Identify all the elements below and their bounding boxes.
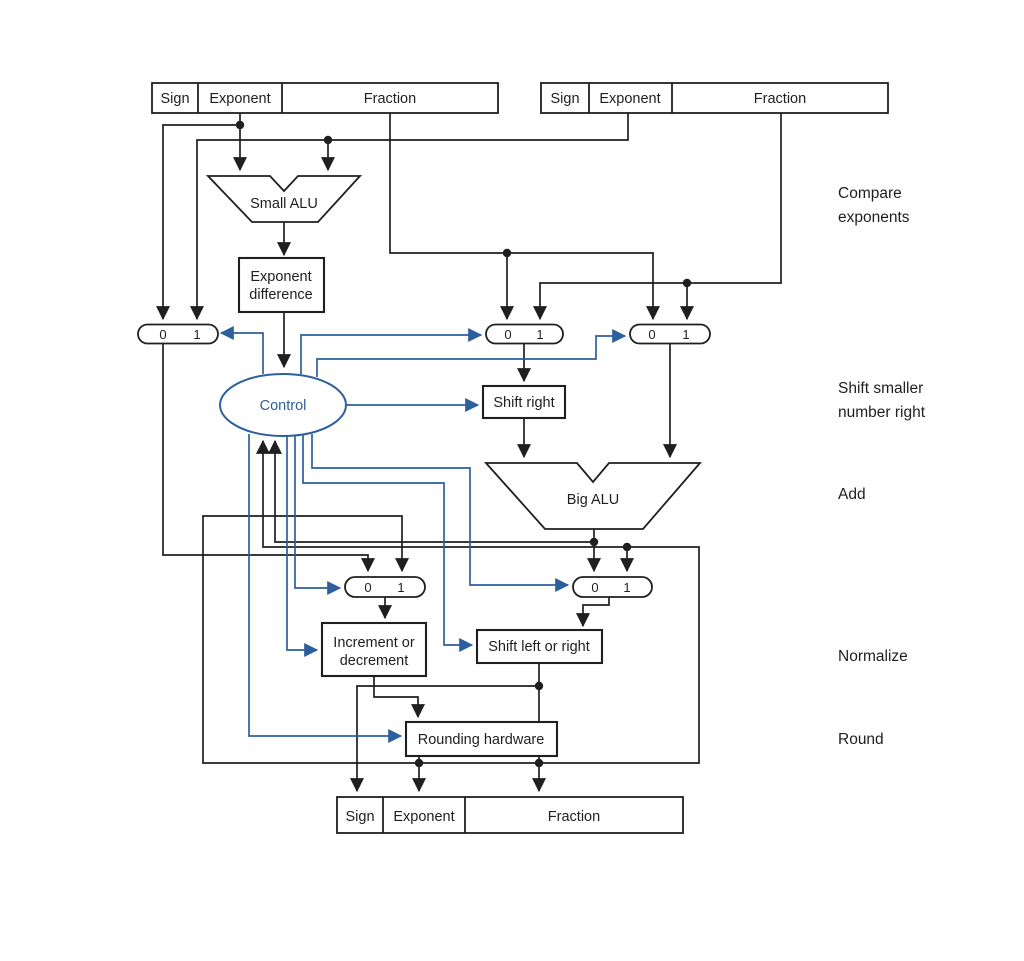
control-unit: Control	[219, 373, 347, 437]
ctl-wire-mux1-select	[219, 326, 264, 374]
reg-tl-fraction: Fraction	[364, 91, 416, 107]
mux-small-fraction-0: 0	[504, 327, 511, 342]
mux-fraction-adjust-1: 1	[623, 580, 630, 595]
mux-fraction-adjust: 0 1	[572, 576, 653, 598]
wire-sign-result	[350, 685, 539, 793]
mux-big-fraction: 0 1	[629, 323, 711, 345]
wire-round-control-feedback	[256, 439, 700, 764]
reg-result-sign: Sign	[345, 809, 374, 825]
mux-exponent-adjust-0: 0	[364, 580, 371, 595]
wire-lfrac-mux3-0	[389, 113, 660, 321]
mux-small-fraction-1: 1	[536, 327, 543, 342]
ctl-wire-shiftlr-select	[302, 435, 474, 652]
stage-add: Add	[838, 486, 866, 503]
ctl-wire-mux2-select	[300, 328, 483, 374]
reg-tl-exponent: Exponent	[209, 91, 270, 107]
wire-rexp-mux1-1	[190, 113, 629, 321]
mux-exponent-0: 0	[159, 327, 166, 342]
stage-compare-line1: Compare	[838, 185, 902, 202]
reg-result-fraction: Fraction	[548, 809, 600, 825]
mux-exponent-adjust-1: 1	[397, 580, 404, 595]
control-wires	[219, 326, 627, 743]
wire-mux5-shiftlr	[576, 597, 610, 628]
ctl-wire-increment-select	[286, 436, 319, 657]
mux-exponent-1: 1	[193, 327, 200, 342]
register-result: Sign Exponent Fraction	[336, 796, 684, 834]
reg-tr-exponent: Exponent	[599, 91, 660, 107]
stage-labels: Compare exponents Shift smaller number r…	[838, 185, 926, 748]
ctl-wire-rounding-select	[248, 434, 403, 743]
mux-big-fraction-0: 0	[648, 327, 655, 342]
shift-left-or-right: Shift left or right	[475, 628, 604, 665]
incr-decr-line2: decrement	[340, 653, 409, 669]
ctl-wire-mux5-select	[311, 434, 570, 592]
shift-right-label: Shift right	[493, 395, 554, 411]
register-top-right: Sign Exponent Fraction	[540, 82, 889, 114]
mux-exponent-adjust: 0 1	[344, 576, 426, 598]
control-label: Control	[260, 398, 307, 414]
ctl-wire-mux4-select	[294, 436, 342, 595]
exp-diff-line1: Exponent	[250, 269, 311, 285]
rounding-label: Rounding hardware	[418, 732, 545, 748]
stage-compare-line2: exponents	[838, 209, 910, 226]
wire-round-mux4-1	[202, 515, 419, 764]
ctl-wire-mux3-select	[316, 329, 627, 377]
mux-small-fraction: 0 1	[485, 323, 564, 345]
wire-bigalu-control-feedback	[268, 439, 594, 543]
wire-rfrac-mux2-1	[533, 113, 782, 321]
big-alu-label: Big ALU	[567, 492, 619, 508]
blocks: Sign Exponent Fraction Sign Exponent Fra…	[137, 82, 889, 834]
reg-tl-sign: Sign	[160, 91, 189, 107]
mux-exponent: 0 1	[137, 323, 219, 345]
shift-lr-label: Shift left or right	[488, 639, 590, 655]
increment-or-decrement: Increment or decrement	[320, 621, 428, 678]
reg-result-exponent: Exponent	[393, 809, 454, 825]
stage-shift-line1: Shift smaller	[838, 380, 923, 397]
stage-round: Round	[838, 731, 884, 748]
small-alu: Small ALU	[205, 175, 363, 223]
small-alu-label: Small ALU	[250, 196, 318, 212]
rounding-hardware: Rounding hardware	[404, 720, 559, 758]
junction-dots	[235, 120, 692, 768]
exp-diff-line2: difference	[249, 287, 312, 303]
wire-increment-rounding	[373, 676, 425, 719]
wire-mux1-mux4-0	[162, 343, 375, 573]
stage-shift-line2: number right	[838, 404, 926, 421]
stage-normalize: Normalize	[838, 648, 908, 665]
shift-right: Shift right	[481, 384, 567, 420]
wire-lexp-mux1-0	[156, 124, 240, 321]
reg-tr-sign: Sign	[550, 91, 579, 107]
reg-tr-fraction: Fraction	[754, 91, 806, 107]
exponent-difference: Exponent difference	[237, 256, 326, 314]
mux-fraction-adjust-0: 0	[591, 580, 598, 595]
big-alu: Big ALU	[483, 462, 702, 530]
mux-big-fraction-1: 1	[682, 327, 689, 342]
datapath-wires	[156, 113, 782, 793]
incr-decr-line1: Increment or	[333, 635, 415, 651]
register-top-left: Sign Exponent Fraction	[151, 82, 499, 114]
